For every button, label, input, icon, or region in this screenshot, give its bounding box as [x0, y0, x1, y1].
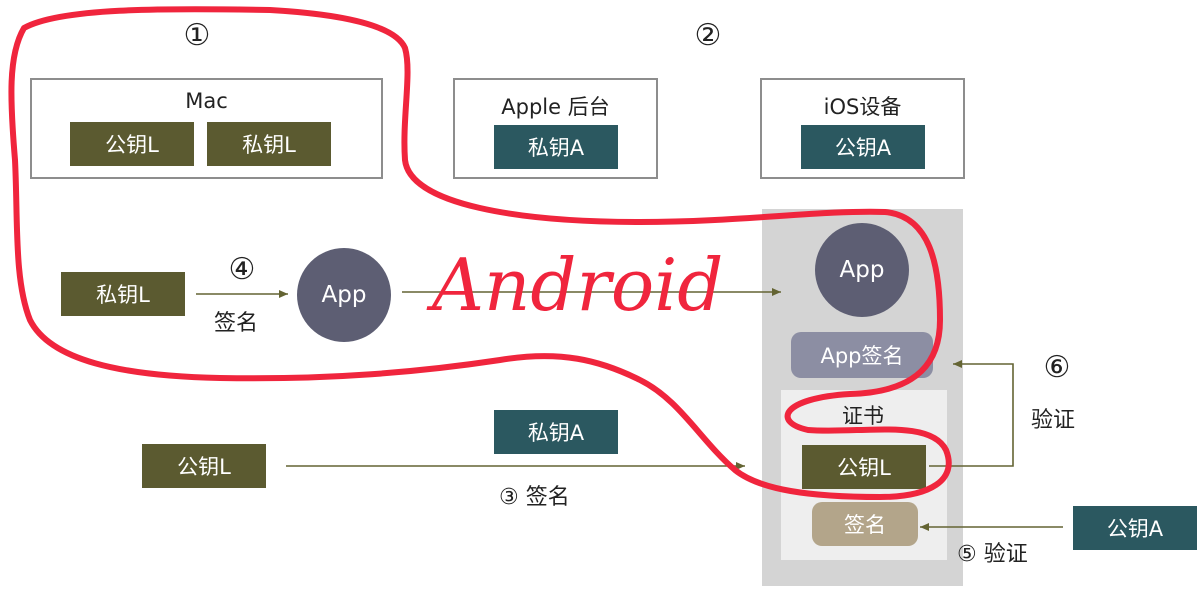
verify-step5-label: ⑤ 验证: [957, 542, 1028, 567]
mac-private-key-l: 私钥L: [207, 122, 331, 166]
sign-step3-label: ③ 签名: [499, 485, 570, 510]
signing-private-key-l: 私钥L: [61, 272, 185, 316]
red-annotation-loop: [8, 6, 952, 500]
ios-public-key-a: 公钥A: [801, 125, 925, 169]
mac-title: Mac: [185, 89, 228, 113]
verify-step6-label: 验证: [1031, 408, 1076, 433]
step-marker-1: ①: [183, 18, 211, 53]
cert-public-key-l: 公钥L: [142, 444, 266, 488]
step-marker-2: ②: [694, 18, 722, 53]
mac-public-key-l: 公钥L: [70, 122, 194, 166]
certificate-title: 证书: [842, 404, 884, 428]
certificate-public-key-l: 公钥L: [802, 445, 926, 489]
certificate-signature-pill: 签名: [812, 502, 918, 546]
apple-backend-title: Apple 后台: [501, 95, 610, 119]
verify-step6-arrow: [929, 360, 1014, 467]
verify-public-key-a: 公钥A: [1073, 506, 1197, 550]
ios-device-title: iOS设备: [823, 95, 902, 119]
sign-step4-label: 签名: [214, 311, 259, 336]
device-app-circle: App: [815, 223, 909, 317]
apple-private-key-a: 私钥A: [494, 125, 618, 169]
step-marker-4: ④: [228, 252, 256, 287]
android-handwriting: Android: [426, 243, 723, 327]
mac-app-circle: App: [297, 248, 391, 342]
step-marker-6: ⑥: [1043, 350, 1071, 385]
app-signature-pill: App签名: [791, 332, 933, 378]
cert-private-key-a: 私钥A: [494, 410, 618, 454]
